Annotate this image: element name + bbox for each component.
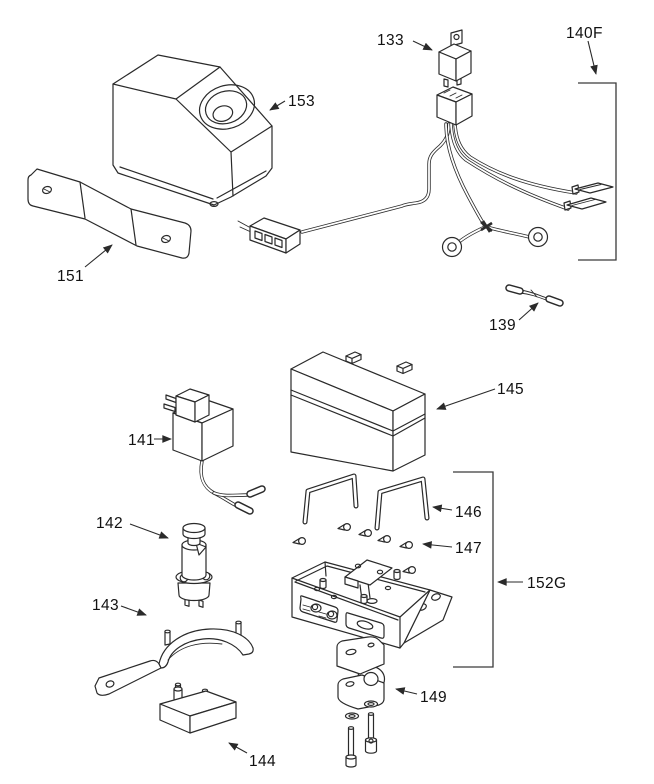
- terminal-block-drawing: [159, 682, 237, 734]
- ring-terminal: [527, 226, 549, 248]
- ring-terminal: [441, 236, 463, 258]
- callout-141: 141: [128, 432, 155, 449]
- leader-140F: [587, 40, 598, 75]
- push-fastener-drawing: [292, 522, 417, 574]
- tray-stud: [319, 577, 327, 590]
- group-bracket-140F: [578, 82, 617, 261]
- tray-bolt: [318, 610, 338, 620]
- callout-152G: 152G: [527, 575, 567, 592]
- washer: [344, 712, 360, 720]
- multi-pin-connector: [237, 217, 301, 254]
- battery-terminal: [345, 351, 362, 365]
- callout-149: 149: [420, 689, 447, 706]
- callout-leaders: [84, 40, 598, 754]
- callout-labels: 133 140F 153 151 139 145 141 146 147 142…: [57, 25, 603, 770]
- tray-top-plate: [344, 559, 393, 589]
- battery-drawing: [290, 351, 426, 472]
- speaker-opening: [198, 84, 256, 130]
- leader-139: [518, 302, 539, 321]
- wiring-harness-drawing: [237, 122, 614, 258]
- tray-bolt: [302, 603, 322, 613]
- callout-143: 143: [92, 597, 119, 614]
- callout-144: 144: [249, 753, 276, 770]
- relay-drawing: [438, 29, 472, 88]
- leader-146: [432, 504, 453, 513]
- leader-133: [412, 40, 433, 51]
- clamp-bolt: [364, 712, 378, 754]
- charger-drawing: [163, 388, 266, 515]
- spade-terminal: [563, 197, 607, 211]
- wrench-pin: [235, 620, 242, 637]
- leader-151: [84, 244, 113, 268]
- wrench-pin: [164, 629, 171, 646]
- callout-140F: 140F: [566, 25, 603, 42]
- callout-145: 145: [497, 381, 524, 398]
- mounting-strap-drawing: [27, 168, 192, 259]
- battery-terminal: [396, 361, 413, 375]
- wrench-drawing: [94, 620, 254, 696]
- hold-down-strap-drawing: [302, 473, 430, 531]
- callout-147: 147: [455, 540, 482, 557]
- callout-142: 142: [96, 515, 123, 532]
- group-bracket-152G: [453, 471, 494, 668]
- motor-drawing: [175, 522, 213, 608]
- clamp-bolt: [345, 726, 357, 768]
- callout-151: 151: [57, 268, 84, 285]
- relay-socket-drawing: [436, 86, 473, 126]
- callout-146: 146: [455, 504, 482, 521]
- leader-145: [436, 388, 496, 410]
- battery-tray-drawing: [291, 559, 453, 649]
- leader-147: [422, 541, 453, 549]
- jumper-lead-drawing: [505, 284, 564, 307]
- callout-139: 139: [489, 317, 516, 334]
- spade-terminal: [571, 182, 614, 195]
- callout-153: 153: [288, 93, 315, 110]
- leader-149: [395, 687, 418, 695]
- washer: [363, 700, 379, 708]
- leader-142: [129, 523, 169, 539]
- tray-stud: [360, 593, 368, 605]
- tray-stud: [393, 568, 401, 581]
- leader-144: [228, 742, 248, 754]
- leader-143: [120, 605, 147, 616]
- leader-153: [269, 100, 286, 111]
- siren-cover-drawing: [112, 54, 273, 208]
- callout-133: 133: [377, 32, 404, 49]
- tube-clamp-drawing: [336, 636, 386, 768]
- tape-wrap-junction: [480, 220, 493, 233]
